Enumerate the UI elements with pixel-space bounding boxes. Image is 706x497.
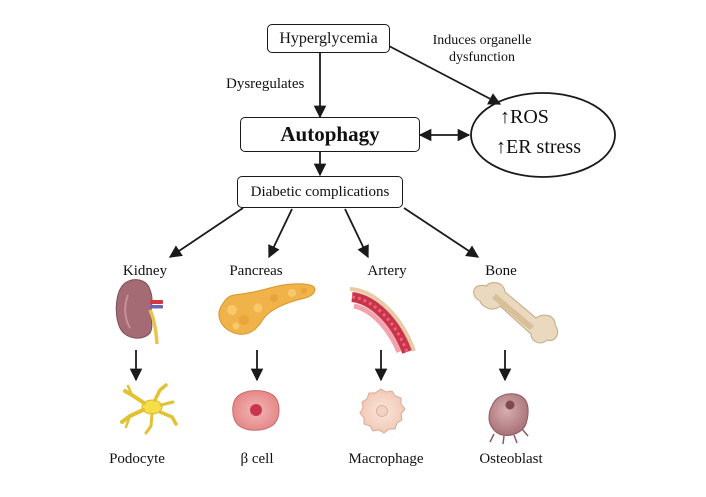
diabetic-complications-label: Diabetic complications (250, 183, 390, 200)
ros-er-stress-ellipse (470, 92, 616, 178)
beta-cell-illustration (232, 390, 280, 431)
arrow-to-artery (344, 208, 369, 259)
organ-label-kidney: Kidney (122, 263, 168, 279)
cell-label-podocyte: Podocyte (109, 451, 165, 467)
hyperglycemia-node: Hyperglycemia (267, 24, 390, 53)
er-stress-label: ↑ER stress (496, 136, 581, 158)
macrophage-illustration (359, 388, 406, 434)
bone-illustration (473, 282, 559, 344)
arrow-to-pancreas (268, 208, 293, 259)
induces-label-line1: Induces organelle (432, 33, 532, 48)
podocyte-illustration (120, 383, 178, 435)
artery-illustration (349, 287, 416, 354)
cell-label-osteoblast: Osteoblast (479, 451, 543, 467)
organ-label-pancreas: Pancreas (229, 263, 283, 279)
induces-label-line2: dysfunction (448, 50, 516, 65)
osteoblast-illustration (488, 393, 529, 445)
arrow-to-kidney (168, 207, 244, 258)
organ-label-bone: Bone (485, 263, 517, 279)
cell-label-macrophage: Macrophage (348, 451, 424, 467)
hyperglycemia-label: Hyperglycemia (279, 29, 378, 47)
arrow-hyperglycemia-to-ros (388, 45, 502, 105)
organ-label-artery: Artery (367, 263, 407, 279)
autophagy-label: Autophagy (280, 122, 380, 146)
arrow-to-bone (403, 207, 480, 258)
kidney-illustration (115, 279, 163, 345)
diabetic-complications-node: Diabetic complications (237, 176, 403, 208)
autophagy-node: Autophagy (240, 117, 420, 152)
ros-label: ↑ROS (500, 106, 549, 128)
pancreas-illustration (218, 283, 316, 335)
dysregulates-label: Dysregulates (226, 76, 305, 92)
cell-label-beta-cell: β cell (240, 451, 274, 467)
